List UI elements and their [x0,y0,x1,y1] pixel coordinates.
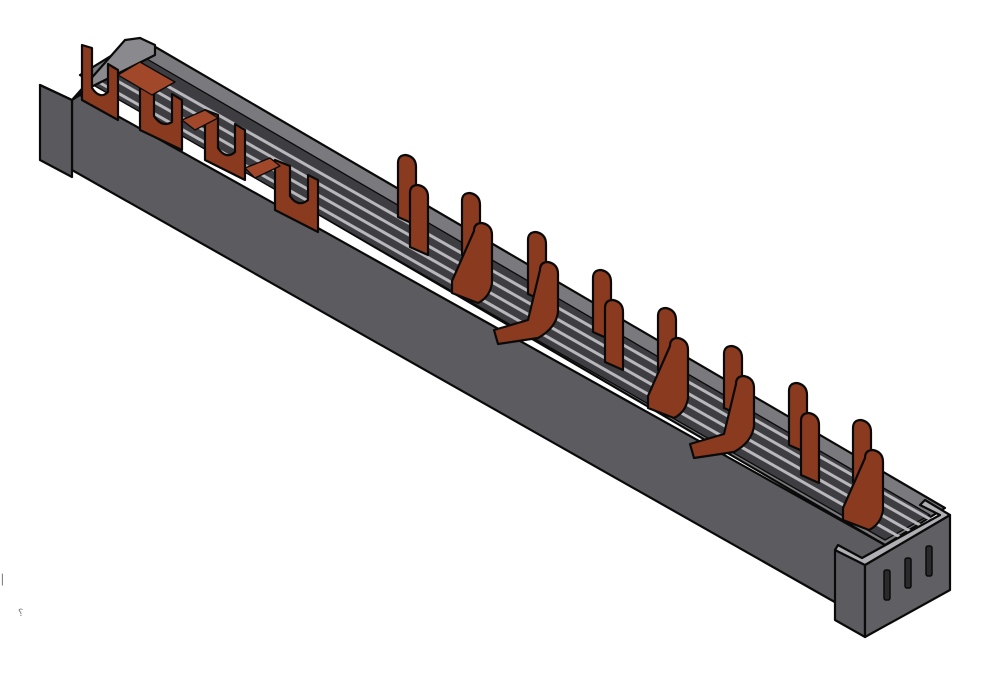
left-mark-1: ▏ [2,575,10,586]
housing-front-face [70,93,887,607]
right-end-cap-top [833,498,952,567]
slot-2 [904,557,912,589]
left-end-cap-top [38,36,157,102]
end-cap-slots [883,545,933,601]
pin-pair-3 [492,230,560,346]
pin-pairs [396,153,885,532]
fork-bridge-1 [117,61,176,96]
fork-terminal-3 [203,108,247,182]
slot-1 [883,569,891,601]
pin-pair-7 [787,381,821,485]
pin-pair-5 [646,306,690,420]
left-mark-2: ⸮ [18,608,24,619]
fork-bridge-2 [181,109,219,131]
fork-terminal-4 [273,158,320,234]
slot-3 [925,545,933,577]
pin-pair-4 [591,268,625,372]
fork-terminal-1 [80,43,120,122]
fork-terminals [80,43,320,234]
pin-pair-8 [841,418,885,532]
pin-pair-2 [450,191,494,305]
fork-bridge-3 [244,157,281,179]
pin-pair-6 [688,344,756,460]
pin-pair-1 [396,153,430,257]
